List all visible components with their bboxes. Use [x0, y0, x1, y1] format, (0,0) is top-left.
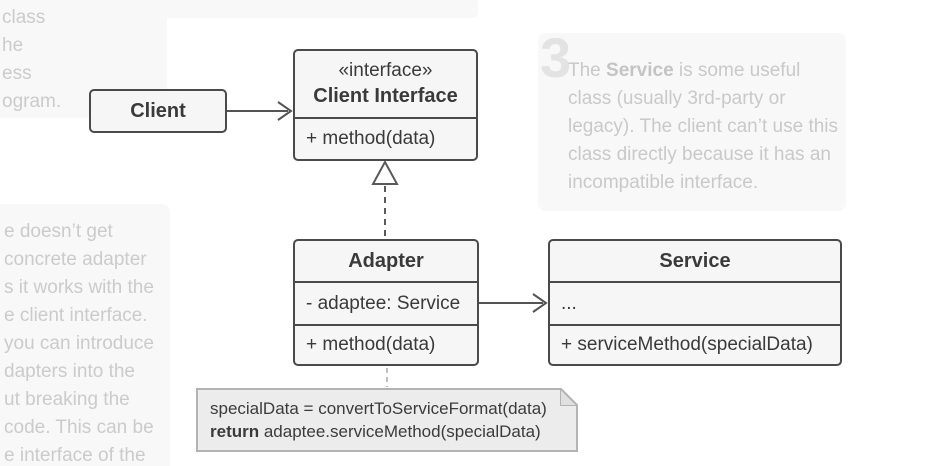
return-keyword: return — [210, 422, 260, 441]
step1-annotation-fragment: class he ess ogram. — [2, 4, 61, 116]
realization-adapter-to-interface — [371, 159, 399, 238]
class-header: «interface» Client Interface — [295, 51, 476, 117]
method-row: + method(data) — [295, 117, 476, 159]
annotation-line: ut breaking the — [4, 389, 130, 410]
class-title: Adapter — [348, 250, 424, 272]
annotation-line: concrete adapter — [4, 249, 147, 270]
annotation-line: The Service is some useful — [568, 57, 838, 85]
annotation-text: is some useful — [673, 60, 801, 81]
annotation-line: legacy). The client can’t use this — [568, 116, 839, 137]
association-adapter-to-service — [479, 293, 548, 313]
uml-interface-client-interface: «interface» Client Interface + method(da… — [293, 49, 478, 161]
class-title: Client — [130, 99, 186, 122]
annotation-line: code. This can be — [4, 417, 154, 438]
annotation-line: you can introduce — [4, 333, 154, 354]
annotation-line: incompatible interface. — [568, 172, 759, 193]
class-header: Service — [550, 241, 840, 281]
attribute-row: ... — [550, 281, 840, 324]
annotation-line: ogram. — [2, 91, 62, 112]
step2-annotation-fragment: e doesn’t get concrete adapter s it work… — [4, 218, 154, 466]
pseudocode-note: specialData = convertToServiceFormat(dat… — [196, 388, 578, 452]
step3-number: 3 — [540, 26, 572, 89]
annotation-line: ess — [2, 63, 32, 84]
class-title: Service — [659, 250, 731, 272]
note-code-line: return adaptee.serviceMethod(specialData… — [210, 420, 564, 443]
note-dogear-icon — [560, 388, 578, 406]
class-header: Adapter — [295, 241, 477, 281]
association-client-to-interface — [227, 101, 293, 121]
note-code-line: specialData = convertToServiceFormat(dat… — [210, 399, 547, 418]
step3-annotation: The Service is some useful class (usuall… — [568, 57, 838, 197]
annotation-line: he — [2, 35, 24, 56]
annotation-line: class directly because it has an — [568, 144, 831, 165]
class-title: Client Interface — [313, 85, 458, 107]
annotation-line: dapters into the — [4, 361, 135, 382]
annotation-panel-top — [163, 0, 478, 18]
attribute-row: - adaptee: Service — [295, 281, 477, 324]
stereotype-label: «interface» — [338, 60, 433, 81]
annotation-line: e doesn’t get — [4, 221, 113, 242]
uml-class-client: Client — [89, 89, 227, 133]
annotation-line: class — [2, 7, 46, 28]
annotation-line: e client interface. — [4, 305, 148, 326]
annotation-line: e interface of the — [4, 445, 146, 466]
uml-class-adapter: Adapter - adaptee: Service + method(data… — [293, 239, 479, 366]
annotation-line: s it works with the — [4, 277, 154, 298]
annotation-text: The — [568, 60, 607, 81]
note-code-text: adaptee.serviceMethod(specialData) — [259, 422, 541, 441]
method-row: + method(data) — [295, 324, 477, 364]
uml-class-service: Service ... + serviceMethod(specialData) — [548, 239, 842, 366]
annotation-line: class (usually 3rd-party or — [568, 88, 786, 109]
service-emphasis: Service — [606, 60, 674, 81]
annotation-panel-step2 — [0, 204, 170, 466]
annotation-panel-step3 — [538, 33, 846, 211]
method-row: + serviceMethod(specialData) — [550, 324, 840, 364]
